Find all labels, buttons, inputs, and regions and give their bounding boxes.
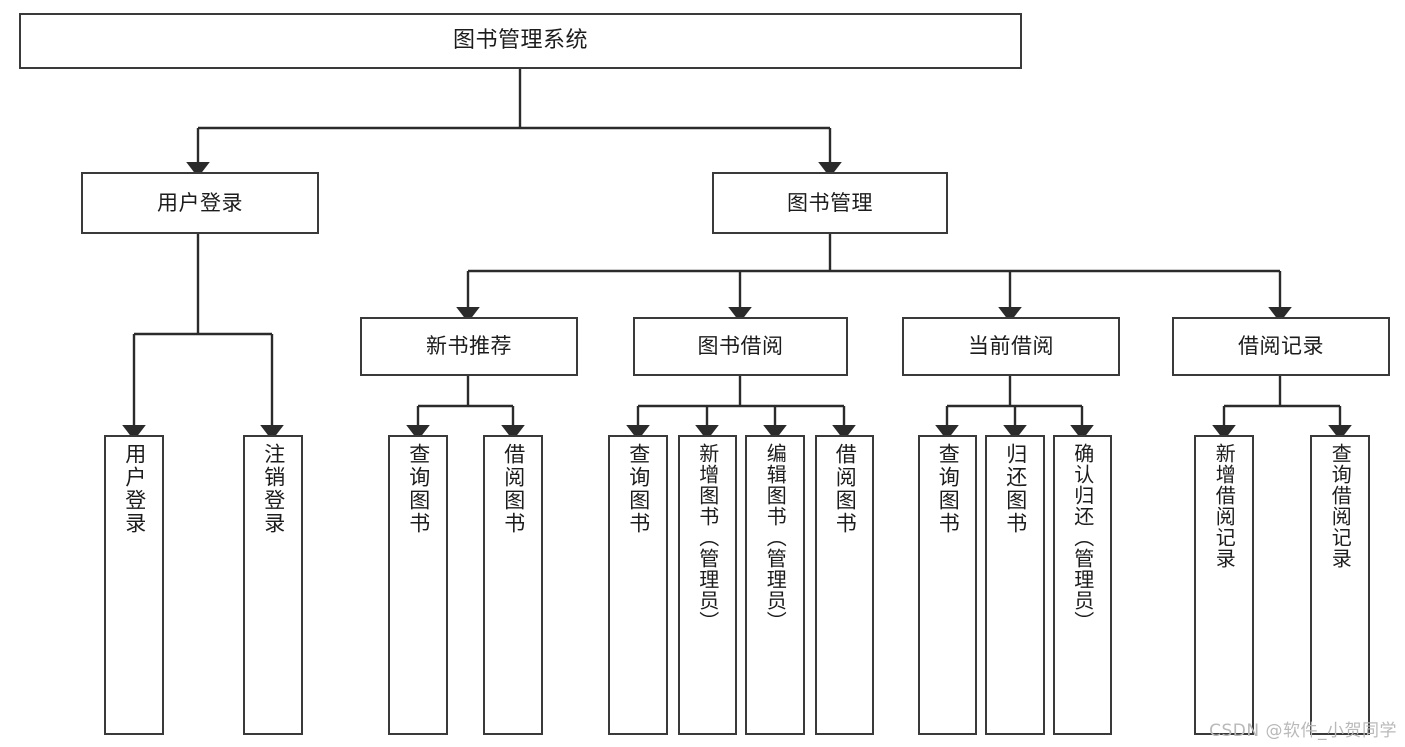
node-new-book-recommend[interactable]: 新书推荐 xyxy=(360,317,578,376)
node-book-manage-label: 图书管理 xyxy=(787,190,873,215)
node-current-borrow[interactable]: 当前借阅 xyxy=(902,317,1120,376)
node-root-system-label: 图书管理系统 xyxy=(452,28,588,54)
leaf-book-borrow-query-book[interactable]: 查询图书 xyxy=(608,435,668,735)
leaf-current-borrow-confirm-return-label: 确认归还（管理员） xyxy=(1070,443,1095,632)
leaf-book-borrow-edit-book-label: 编辑图书（管理员） xyxy=(763,443,788,632)
node-root-system[interactable]: 图书管理系统 xyxy=(19,13,1022,69)
leaf-user-login-login-label: 用户登录 xyxy=(122,443,147,535)
node-current-borrow-label: 当前借阅 xyxy=(968,334,1054,359)
node-borrow-record-label: 借阅记录 xyxy=(1238,334,1324,359)
leaf-borrow-record-query-record[interactable]: 查询借阅记录 xyxy=(1310,435,1370,735)
leaf-user-login-logout-label: 注销登录 xyxy=(261,443,286,535)
watermark-text: CSDN @软件_小贺同学 xyxy=(1209,721,1397,741)
leaf-user-login-login[interactable]: 用户登录 xyxy=(104,435,164,735)
leaf-book-borrow-borrow-book[interactable]: 借阅图书 xyxy=(815,435,874,735)
leaf-current-borrow-return-book[interactable]: 归还图书 xyxy=(985,435,1045,735)
node-user-login-label: 用户登录 xyxy=(157,190,243,215)
node-book-borrow-label: 图书借阅 xyxy=(697,334,784,359)
leaf-new-book-query-book-label: 查询图书 xyxy=(406,443,431,535)
node-book-manage[interactable]: 图书管理 xyxy=(712,172,948,234)
leaf-book-borrow-query-book-label: 查询图书 xyxy=(626,443,651,535)
leaf-new-book-query-book[interactable]: 查询图书 xyxy=(388,435,448,735)
leaf-book-borrow-edit-book[interactable]: 编辑图书（管理员） xyxy=(745,435,805,735)
leaf-book-borrow-borrow-book-label: 借阅图书 xyxy=(833,443,858,535)
leaf-book-borrow-add-book-label: 新增图书（管理员） xyxy=(695,443,720,632)
node-user-login[interactable]: 用户登录 xyxy=(81,172,319,234)
leaf-current-borrow-confirm-return[interactable]: 确认归还（管理员） xyxy=(1053,435,1112,735)
leaf-borrow-record-add-record[interactable]: 新增借阅记录 xyxy=(1194,435,1254,735)
node-borrow-record[interactable]: 借阅记录 xyxy=(1172,317,1390,376)
leaf-new-book-borrow-book[interactable]: 借阅图书 xyxy=(483,435,543,735)
node-new-book-recommend-label: 新书推荐 xyxy=(426,334,512,359)
leaf-user-login-logout[interactable]: 注销登录 xyxy=(243,435,303,735)
leaf-book-borrow-add-book[interactable]: 新增图书（管理员） xyxy=(678,435,737,735)
leaf-current-borrow-query-book[interactable]: 查询图书 xyxy=(918,435,977,735)
leaf-new-book-borrow-book-label: 借阅图书 xyxy=(501,443,526,535)
leaf-borrow-record-add-record-label: 新增借阅记录 xyxy=(1212,443,1237,569)
leaf-borrow-record-query-record-label: 查询借阅记录 xyxy=(1328,443,1353,569)
leaf-current-borrow-query-book-label: 查询图书 xyxy=(936,443,961,535)
node-book-borrow[interactable]: 图书借阅 xyxy=(633,317,848,376)
leaf-current-borrow-return-book-label: 归还图书 xyxy=(1003,443,1028,535)
